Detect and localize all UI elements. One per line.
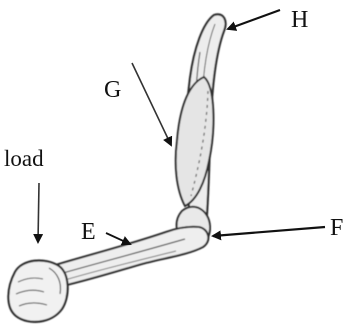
label-load: load <box>4 146 44 171</box>
arrow-g <box>132 63 171 145</box>
arrow-load <box>38 183 39 242</box>
label-f: F <box>330 215 343 241</box>
arrow-e <box>106 233 130 244</box>
label-e: E <box>81 219 96 245</box>
fist-hand <box>8 260 67 321</box>
label-g: G <box>104 77 121 103</box>
arrow-h <box>228 10 280 29</box>
label-h: H <box>291 7 308 33</box>
arrow-f <box>213 227 325 236</box>
